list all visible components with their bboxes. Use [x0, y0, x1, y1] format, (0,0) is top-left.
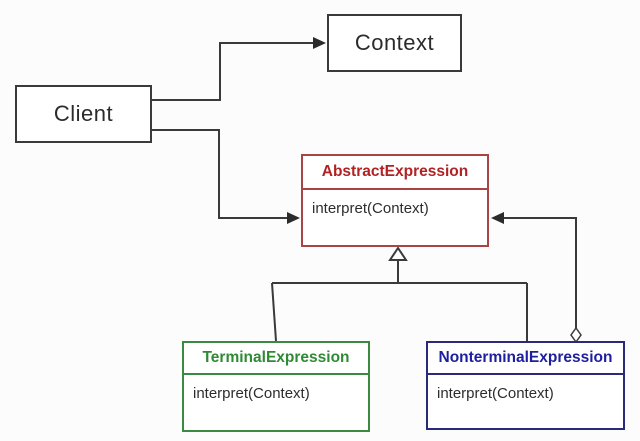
abstract-expression-class-name: AbstractExpression	[303, 156, 487, 190]
nonterminal-expression-method: interpret(Context)	[437, 385, 554, 402]
context-class-name: Context	[354, 30, 435, 55]
abstract-expression-class-box: AbstractExpression interpret(Context)	[301, 154, 489, 247]
client-abstract-association-line	[152, 129, 287, 219]
terminal-expression-class-box: TerminalExpression interpret(Context)	[182, 341, 370, 432]
inheritance-triangle-icon	[388, 246, 408, 261]
context-class-box: Context	[327, 14, 462, 72]
client-context-association-line	[152, 42, 314, 101]
nonterminal-expression-class-box: NonterminalExpression interpret(Context)	[426, 341, 625, 430]
terminal-expression-class-name: TerminalExpression	[184, 343, 368, 375]
client-context-arrowhead-icon	[313, 37, 326, 49]
aggregation-arrowhead-icon	[491, 212, 504, 224]
terminal-inheritance-branch-line	[271, 282, 277, 342]
terminal-expression-method: interpret(Context)	[193, 385, 310, 402]
client-class-name: Client	[53, 101, 114, 126]
nonterminal-expression-class-name: NonterminalExpression	[428, 343, 623, 375]
aggregation-line	[502, 217, 577, 329]
client-class-box: Client	[15, 85, 152, 143]
aggregation-diamond-icon	[570, 326, 582, 344]
abstract-expression-method: interpret(Context)	[312, 200, 429, 217]
client-abstract-arrowhead-icon	[287, 212, 300, 224]
